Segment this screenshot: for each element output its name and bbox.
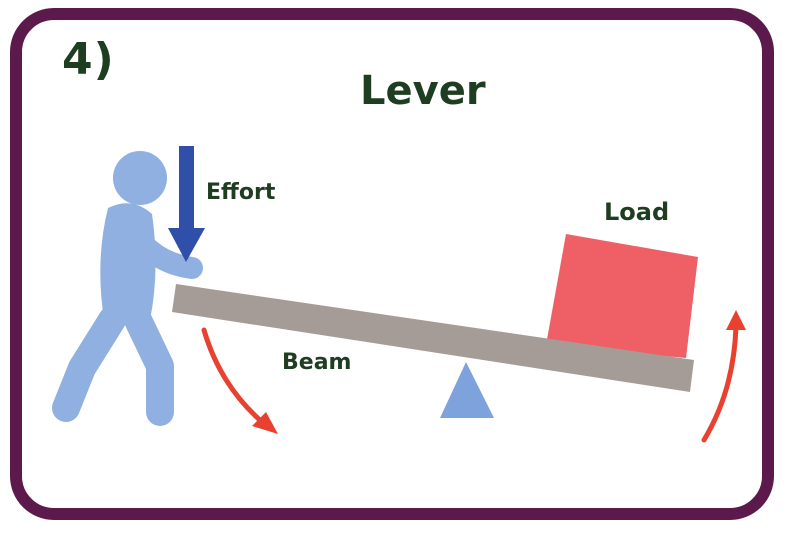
load-label: Load — [604, 198, 670, 226]
curved-arrow-up-icon — [701, 310, 746, 443]
fulcrum-icon — [440, 362, 494, 418]
effort-label: Effort — [206, 180, 276, 205]
diagram-title: Lever — [360, 68, 486, 114]
person-icon — [52, 151, 203, 426]
load-box — [546, 234, 698, 358]
curved-arrow-down-icon — [201, 327, 278, 434]
beam — [172, 284, 694, 392]
card-number: 4) — [62, 34, 115, 85]
beam-label: Beam — [282, 350, 352, 375]
effort-arrow-icon — [168, 146, 205, 262]
